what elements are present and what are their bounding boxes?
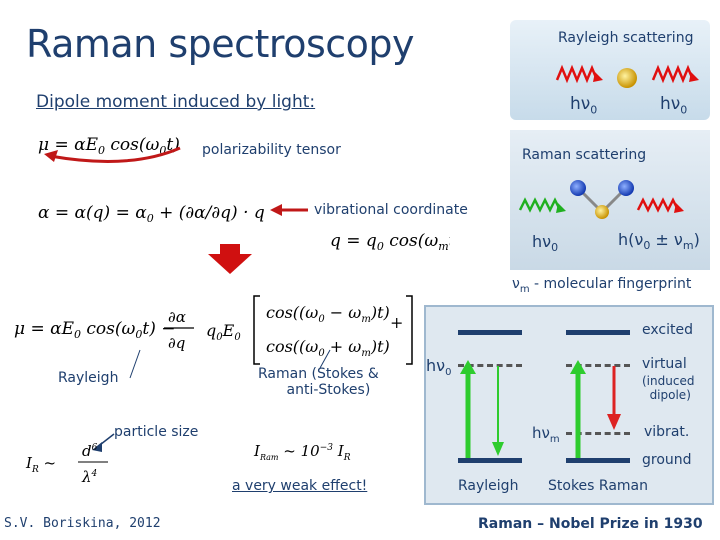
svg-text:IRam ~ 10−3 IR: IRam ~ 10−3 IR	[253, 442, 351, 463]
curved-arrow-icon	[49, 146, 181, 163]
svg-text:μ = αE0 cos(ω0t) −: μ = αE0 cos(ω0t) −	[14, 319, 176, 341]
atom-icon	[595, 205, 609, 219]
svg-text:q0E0: q0E0	[206, 321, 241, 343]
atom-icon	[570, 180, 586, 196]
weak-effect-label: a very weak effect!	[232, 478, 368, 494]
stokes-transition-label: Stokes Raman	[548, 478, 648, 494]
arrowhead-icon	[593, 72, 603, 82]
incident-wave-icon	[518, 197, 562, 213]
transition-arrows	[460, 360, 621, 458]
raman-panel	[510, 130, 710, 270]
svg-text:IR ~: IR ~	[25, 454, 56, 475]
author-credit: S.V. Boriskina, 2012	[4, 516, 161, 531]
svg-text:cos((ω0 − ωm)t): cos((ω0 − ωm)t)	[266, 303, 390, 325]
equations-top: μ = αE0 cos(ω0t) α = α(q) = α0 + (∂α/∂q)…	[38, 135, 450, 253]
svg-text:d6: d6	[82, 442, 98, 460]
scattered-wave-icon	[651, 64, 695, 84]
virtual-label: virtual	[642, 356, 687, 372]
rayleigh-intensity-formula: IR ~ d6 λ4	[25, 433, 115, 486]
vibrational-level	[566, 432, 630, 435]
arrowhead-icon	[492, 442, 504, 456]
arrowhead-icon	[689, 72, 699, 82]
rayleigh-illustration	[555, 64, 699, 88]
hvm-label: hνm	[532, 424, 560, 445]
vibrational-label: vibrational coordinate	[314, 202, 468, 218]
equation-pointer-arrows	[129, 349, 331, 379]
svg-text:∂α: ∂α	[168, 308, 186, 326]
rayleigh-hv-left: hν0	[570, 94, 598, 117]
section-heading: Dipole moment induced by light:	[36, 92, 316, 112]
rayleigh-panel-title: Rayleigh scattering	[558, 30, 694, 46]
incident-wave-icon	[555, 64, 599, 84]
excited-level-left	[458, 330, 522, 335]
svg-text:cos((ω0 + ωm)t): cos((ω0 + ωm)t)	[266, 337, 390, 359]
excited-level-right	[566, 330, 630, 335]
raman-panel-title: Raman scattering	[522, 147, 647, 163]
raman-hv-left: hν0	[532, 232, 559, 255]
svg-text:μ = αE0 cos(ω0t): μ = αE0 cos(ω0t)	[38, 135, 180, 157]
rayleigh-transition-label: Rayleigh	[458, 478, 519, 494]
arrowhead-icon	[556, 203, 566, 213]
nobel-note: Raman – Nobel Prize in 1930	[478, 516, 703, 532]
atom-icon	[618, 180, 634, 196]
excited-label: excited	[642, 322, 693, 338]
arrowhead-icon	[607, 414, 621, 430]
ground-level-right	[566, 458, 630, 463]
virtual-level-right	[566, 364, 630, 367]
svg-text:λ4: λ4	[81, 468, 98, 486]
energy-diagram-panel	[424, 305, 714, 505]
down-arrow-icon	[208, 244, 252, 274]
raman-intensity-formula: IRam ~ 10−3 IR	[253, 442, 351, 463]
arrowhead-icon	[460, 360, 476, 374]
expanded-equation: μ = αE0 cos(ω0t) − ∂α ∂q q0E0 cos((ω0 − …	[14, 295, 413, 365]
rayleigh-hv-right: hν0	[660, 94, 688, 117]
svg-text:α = α(q) = α0 + (∂α/∂q) · q: α = α(q) = α0 + (∂α/∂q) · q	[38, 203, 265, 225]
raman-hv-right: h(ν0 ± νm)	[618, 230, 700, 253]
particle-size-label: particle size	[114, 424, 199, 440]
svg-text:+: +	[390, 313, 403, 332]
virtual-level-left	[458, 364, 522, 367]
svg-text:q = q0 cos(ωmt): q = q0 cos(ωmt)	[330, 231, 450, 253]
arrowhead-icon	[570, 360, 586, 374]
fingerprint-label: νm - molecular fingerprint	[512, 276, 692, 295]
arrowhead-icon	[674, 203, 684, 213]
raman-term-label: Raman (Stokes &anti-Stokes)	[258, 366, 379, 398]
ground-level-left	[458, 458, 522, 463]
rayleigh-term-label: Rayleigh	[58, 370, 119, 386]
scattered-wave-icon	[636, 197, 680, 213]
hv0-label: hν0	[426, 356, 452, 379]
ground-label: ground	[642, 452, 692, 468]
page-title: Raman spectroscopy	[26, 22, 415, 66]
raman-illustration	[518, 180, 684, 219]
svg-text:∂q: ∂q	[168, 334, 185, 352]
particle-icon	[617, 68, 637, 88]
vibrat-label: vibrat.	[644, 424, 690, 440]
polarizability-label: polarizability tensor	[202, 142, 341, 158]
